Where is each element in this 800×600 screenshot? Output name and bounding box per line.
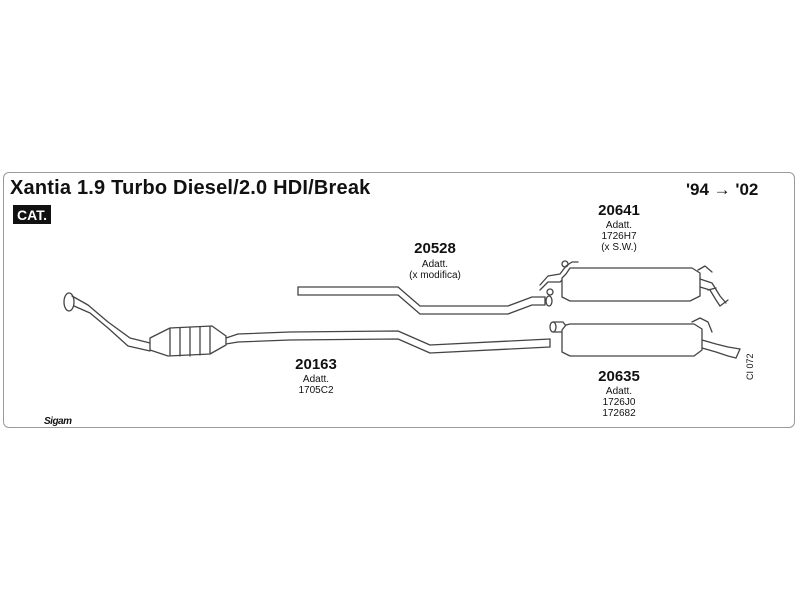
part-number-20641[interactable]: 20641 (598, 202, 640, 219)
part-note-20635-line2: 1726J0 (602, 397, 636, 408)
part-note-20641-line1: Adatt. (605, 220, 633, 231)
cat-badge: CAT. (13, 205, 52, 224)
rear-silencer-20635[interactable] (549, 317, 741, 359)
part-note-20635-line1: Adatt. (605, 386, 633, 397)
catalog-reference: CI 072 (745, 353, 755, 380)
part-note-20163-line2: 1705C2 (298, 385, 334, 396)
part-number-20163[interactable]: 20163 (295, 356, 337, 373)
vehicle-title: Xantia 1.9 Turbo Diesel/2.0 HDI/Break (10, 177, 371, 199)
intermediate-pipe-20528[interactable] (297, 286, 553, 315)
year-range: '94 → '02 (686, 180, 759, 199)
rear-silencer-20641[interactable] (539, 260, 729, 307)
part-note-20528-line2: (x modifica) (409, 270, 461, 281)
part-number-20528[interactable]: 20528 (414, 240, 456, 257)
part-note-20163-line1: Adatt. (302, 374, 330, 385)
brand-logo: Sigam (44, 416, 72, 427)
part-note-20635-line3: 172682 (602, 408, 636, 419)
part-number-20635[interactable]: 20635 (598, 368, 640, 385)
front-pipe-20163[interactable] (63, 292, 551, 357)
part-note-20641-line3: (x S.W.) (601, 242, 637, 253)
part-note-20641-line2: 1726H7 (601, 231, 637, 242)
part-note-20528-line1: Adatt. (421, 259, 449, 270)
